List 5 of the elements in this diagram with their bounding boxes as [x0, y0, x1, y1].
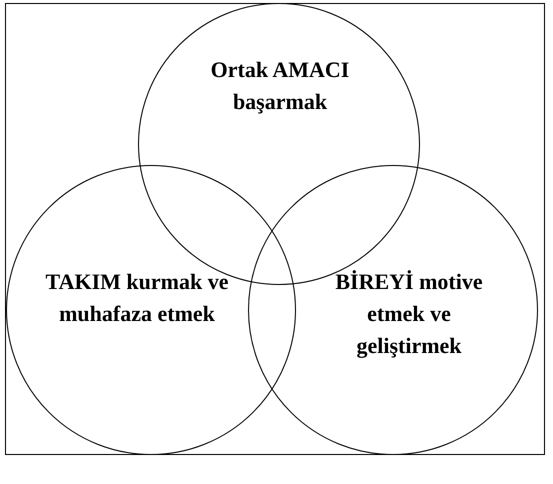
venn-circle [6, 165, 296, 455]
venn-circle [248, 165, 538, 455]
circle-label: TAKIM kurmak ve muhafaza etmek [44, 268, 230, 328]
circle-label: Ortak AMACI başarmak [210, 56, 350, 116]
circle-label: BİREYİ motive etmek ve geliştirmek [334, 268, 484, 360]
